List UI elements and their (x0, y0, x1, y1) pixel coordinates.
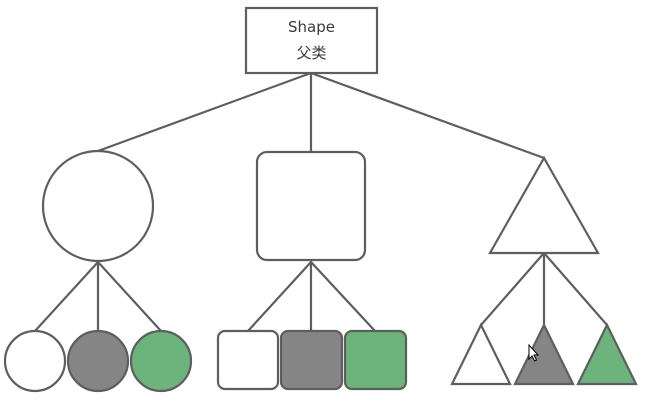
circle-child-white (3, 329, 67, 393)
triangle-child-white (450, 322, 512, 386)
square-child-white (216, 329, 280, 391)
root-node-box (244, 6, 379, 75)
edge-root-to-triangle (309, 71, 546, 160)
mouse-pointer-icon (528, 343, 540, 362)
root-node-title: Shape (288, 18, 335, 36)
edge-root-to-circle (96, 71, 313, 153)
triangle-parent-node (488, 155, 600, 255)
root-node: Shape 父类 (244, 6, 379, 75)
square-child-green (343, 329, 408, 391)
edge-triangle-to-child-3 (542, 251, 609, 327)
square-child-gray (279, 329, 344, 391)
edge-circle-to-child-1 (33, 260, 100, 333)
square-parent-node (255, 150, 367, 262)
triangle-child-green (576, 322, 638, 386)
root-node-subtitle: 父类 (296, 44, 326, 62)
edge-circle-to-child-3 (96, 260, 163, 333)
circle-child-green (129, 329, 193, 393)
circle-parent-node (41, 149, 155, 263)
edge-square-to-child-1 (246, 260, 313, 333)
circle-child-gray (66, 329, 130, 393)
edge-triangle-to-child-1 (479, 251, 546, 327)
edge-square-to-child-3 (309, 260, 377, 333)
triangle-child-gray (513, 322, 575, 386)
